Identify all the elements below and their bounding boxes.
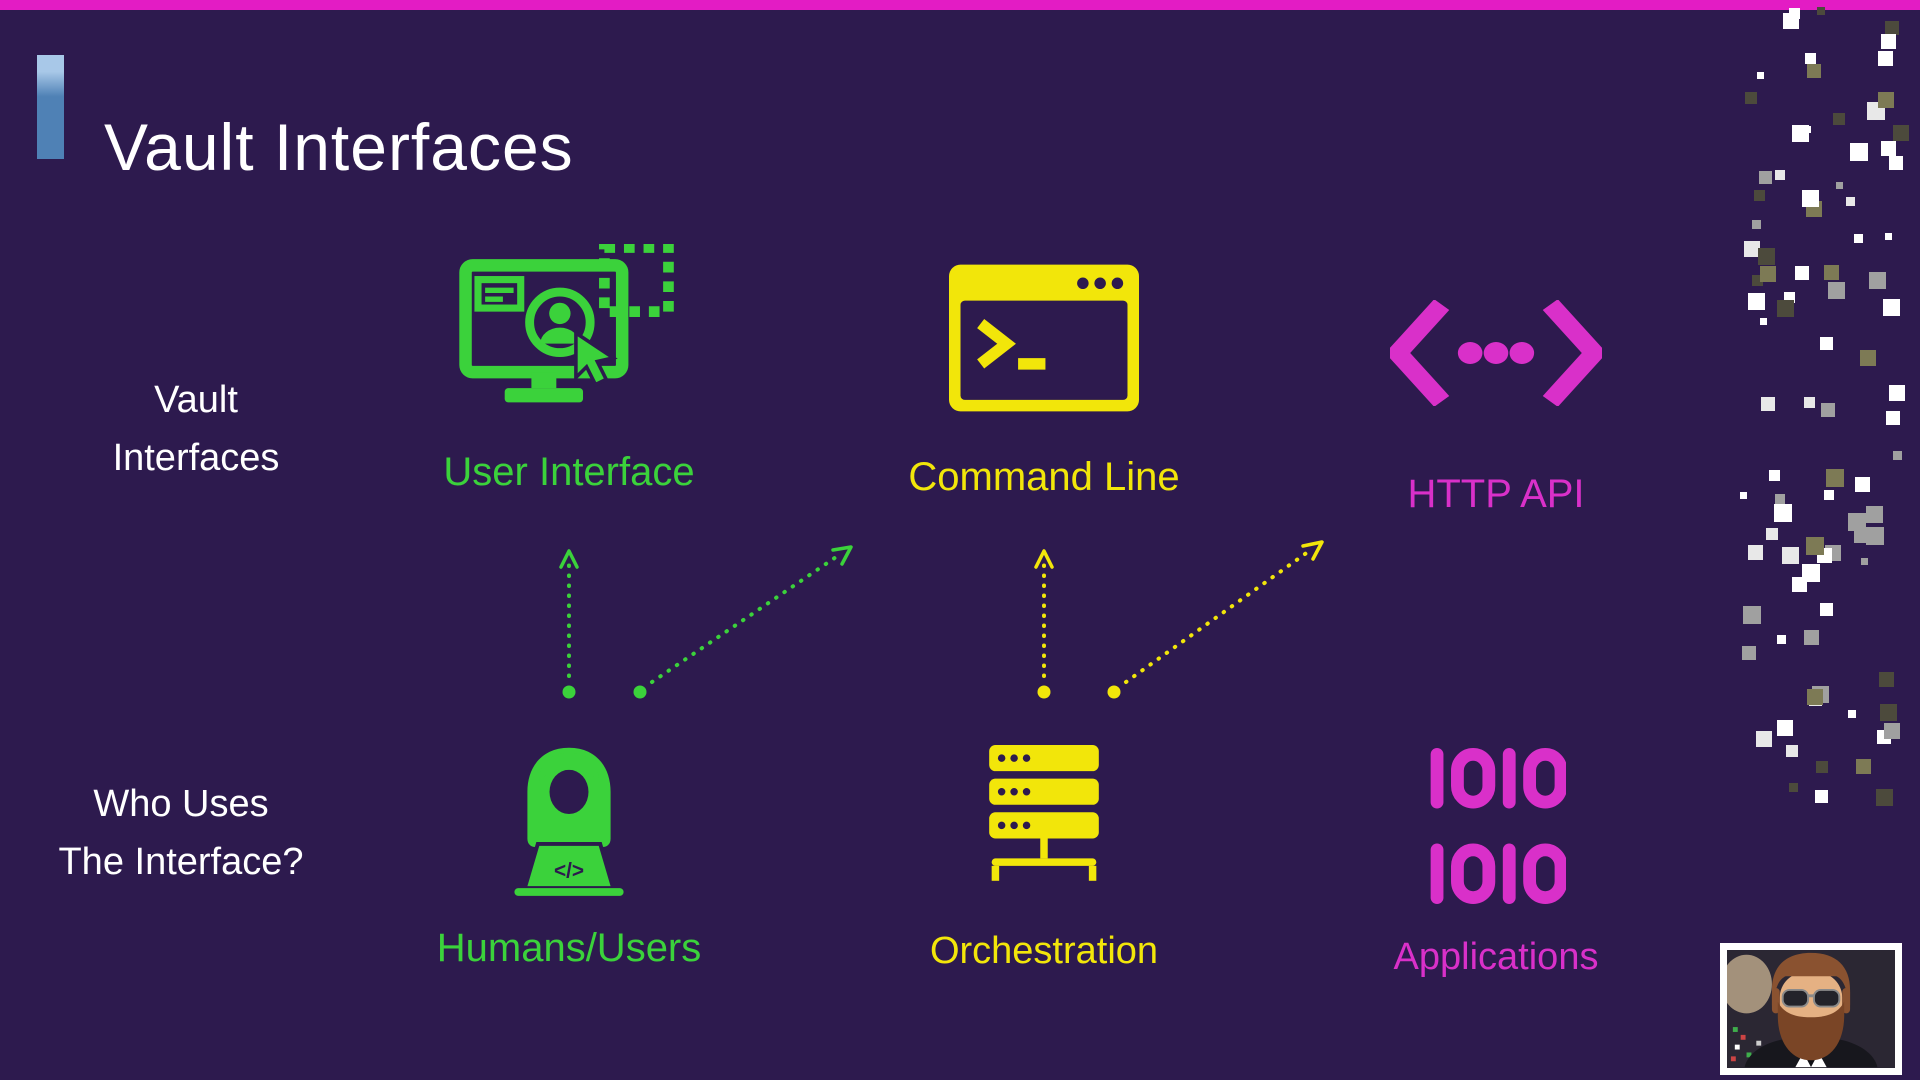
row-label-who-uses: Who Uses The Interface? [58, 783, 304, 883]
arrow-orchestration-to-http-api [1107, 540, 1324, 699]
arrow-humans-to-user-interface [559, 549, 579, 699]
label-orchestration: Orchestration [929, 930, 1159, 972]
label-humans-users: Humans/Users [436, 926, 702, 970]
code-glyph: </> [554, 860, 584, 883]
label-http-api: HTTP API [1407, 472, 1585, 516]
arrow-humans-to-command-line [633, 545, 853, 699]
arrow-orchestration-to-command-line [1034, 549, 1054, 699]
person-laptop-icon: </> [504, 742, 634, 912]
page-title: Vault Interfaces [104, 110, 574, 185]
row-label-vault-interfaces: Vault Interfaces [112, 379, 280, 479]
label-applications: Applications [1393, 936, 1599, 978]
sunglasses [1781, 988, 1841, 1008]
title-accent-bar [37, 55, 64, 159]
code-api-icon [1390, 300, 1602, 406]
terminal-icon [949, 263, 1139, 413]
top-accent-strip [0, 0, 1920, 10]
monitor-user-icon [458, 244, 676, 422]
label-user-interface: User Interface [443, 450, 695, 494]
pixel-pattern-decoration [1740, 5, 1916, 806]
webcam-overlay [1720, 943, 1902, 1075]
binary-icon [1428, 748, 1566, 904]
label-command-line: Command Line [908, 455, 1180, 499]
server-stack-icon [981, 745, 1107, 897]
presenter-avatar [1727, 950, 1895, 1068]
